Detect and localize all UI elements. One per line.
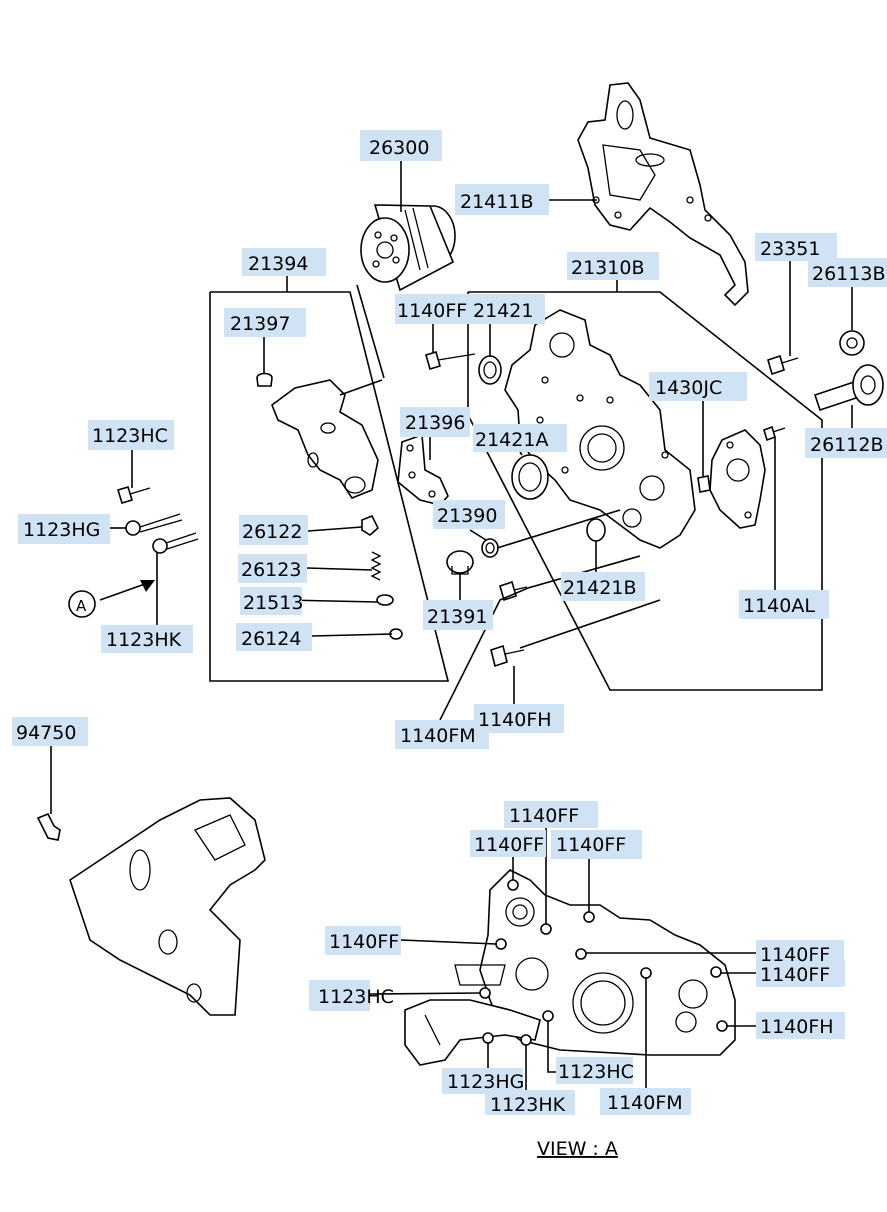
- label-1140ff-d: 1140FF: [329, 931, 399, 953]
- relief-valve-parts-drawing: [361, 514, 403, 640]
- label-1123hg-left: 1123HG: [23, 519, 100, 541]
- filter-bracket-drawing: [256, 372, 379, 499]
- label-1123hc-b: 1123HC: [558, 1061, 634, 1083]
- label-21390: 21390: [437, 505, 497, 527]
- label-21513: 21513: [243, 592, 303, 614]
- label-1123hc-a: 1123HC: [318, 986, 394, 1008]
- label-1123hk: 1123HK: [490, 1094, 566, 1116]
- label-1140fm-mid: 1140FM: [400, 725, 476, 747]
- label-1140ff-f: 1140FF: [760, 964, 830, 986]
- label-1140fm: 1140FM: [607, 1092, 683, 1114]
- sensor-drawing: [36, 812, 61, 841]
- label-94750: 94750: [16, 722, 76, 744]
- label-1140al: 1140AL: [743, 595, 815, 617]
- bracket-21396-drawing: [397, 433, 449, 506]
- front-cover-drawing: [504, 309, 696, 549]
- view-a-labels: 1140FF 1140FF 1140FF 1140FF 1140FF 1140F…: [318, 805, 834, 1160]
- label-21396: 21396: [405, 412, 465, 434]
- label-1140ff-b: 1140FF: [474, 834, 544, 856]
- leader-lines: [50, 161, 853, 1090]
- label-21397: 21397: [230, 313, 290, 335]
- pump-cover-drawing: [709, 429, 766, 529]
- label-21394: 21394: [248, 253, 308, 275]
- part-labels: 26300 21411B 21394 21310B 23351 26113B 2…: [16, 137, 885, 747]
- pin-1430jc-drawing: [697, 475, 711, 493]
- label-1430jc: 1430JC: [655, 377, 722, 399]
- label-23351: 23351: [760, 238, 820, 260]
- view-a-title: VIEW : A: [537, 1138, 618, 1160]
- view-a-drawing: [404, 869, 736, 1066]
- label-1123hg: 1123HG: [447, 1071, 524, 1093]
- label-21411b: 21411B: [460, 191, 533, 213]
- label-26122: 26122: [242, 521, 302, 543]
- engine-block-drawing: [69, 797, 266, 1016]
- oil-seal-21421-drawing: [478, 355, 502, 385]
- label-1123hc-left: 1123HC: [92, 425, 168, 447]
- gears-drawing: [813, 330, 884, 412]
- oil-filter-drawing: [360, 204, 456, 292]
- label-26124: 26124: [241, 628, 301, 650]
- label-21391: 21391: [427, 606, 487, 628]
- label-1123hk-left: 1123HK: [106, 629, 182, 651]
- seal-21421b-drawing: [586, 518, 606, 542]
- label-1140ff-a: 1140FF: [509, 805, 579, 827]
- label-1140fh: 1140FH: [760, 1016, 834, 1038]
- label-26113b: 26113B: [812, 263, 885, 285]
- label-backgrounds: [12, 130, 887, 1115]
- plug-drawing: [446, 550, 474, 575]
- label-21421a: 21421A: [475, 429, 548, 451]
- label-21421: 21421: [473, 300, 533, 322]
- label-26300: 26300: [369, 137, 429, 159]
- gasket-drawing: [577, 82, 749, 307]
- label-21310b: 21310B: [571, 257, 644, 279]
- label-1140ff-top: 1140FF: [397, 300, 467, 322]
- o-ring-drawing: [481, 538, 499, 558]
- label-1140ff-c: 1140FF: [556, 834, 626, 856]
- label-1140fh-mid: 1140FH: [478, 709, 552, 731]
- label-21421b: 21421B: [563, 577, 636, 599]
- view-marker-a: A: [76, 597, 87, 615]
- label-26123: 26123: [241, 559, 301, 581]
- label-26112b: 26112B: [810, 434, 883, 456]
- label-1140ff-e: 1140FF: [760, 944, 830, 966]
- oil-seal-21421a-drawing: [511, 454, 549, 500]
